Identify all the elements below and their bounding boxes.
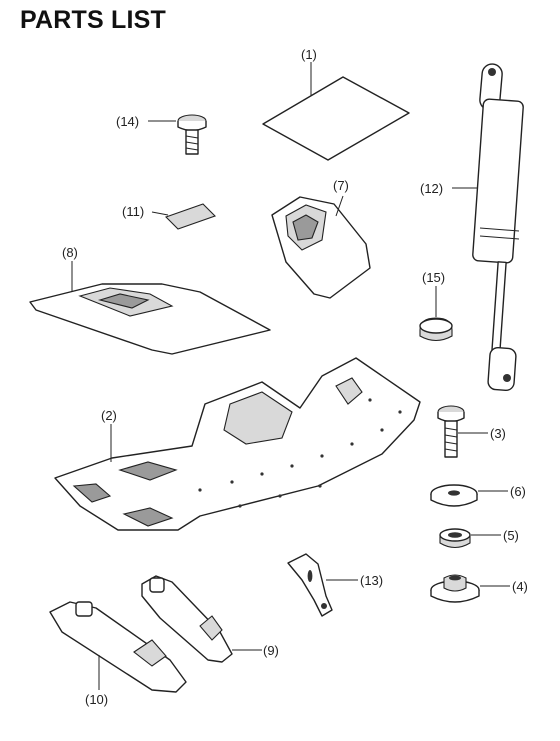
label-6: (6) [510,484,526,499]
label-9: (9) [263,643,279,658]
part-5-spacer-ring-icon [439,528,501,549]
label-2: (2) [101,408,117,423]
label-15: (15) [422,270,445,285]
part-10-foot-pad-icon [49,601,187,693]
part-6-flat-washer-icon [430,484,508,507]
part-3-bolt-icon [437,405,488,458]
part-12-gas-strut-icon [452,63,524,392]
part-11-label-sticker-icon [151,203,217,230]
part-14-screw-icon [148,114,207,155]
label-14: (14) [116,114,139,129]
part-15-rubber-cap-icon [419,286,453,342]
label-8: (8) [62,245,78,260]
part-4-flanged-collar-icon [430,574,510,603]
part-13-angle-bracket-icon [287,553,358,617]
part-8-cover-panel-icon [29,261,271,355]
label-5: (5) [503,528,519,543]
label-3: (3) [490,426,506,441]
page-title: PARTS LIST [20,6,166,34]
part-9-foot-pad-icon [141,575,262,663]
label-4: (4) [512,579,528,594]
part-1-sheet-icon [262,62,410,161]
label-11: (11) [122,204,144,219]
part-2-base-plate-icon [54,357,421,531]
label-13: (13) [360,573,383,588]
label-7: (7) [333,178,349,193]
label-10: (10) [85,692,108,707]
label-1: (1) [301,47,317,62]
part-7-bracket-plate-icon [271,195,371,299]
label-12: (12) [420,181,443,196]
